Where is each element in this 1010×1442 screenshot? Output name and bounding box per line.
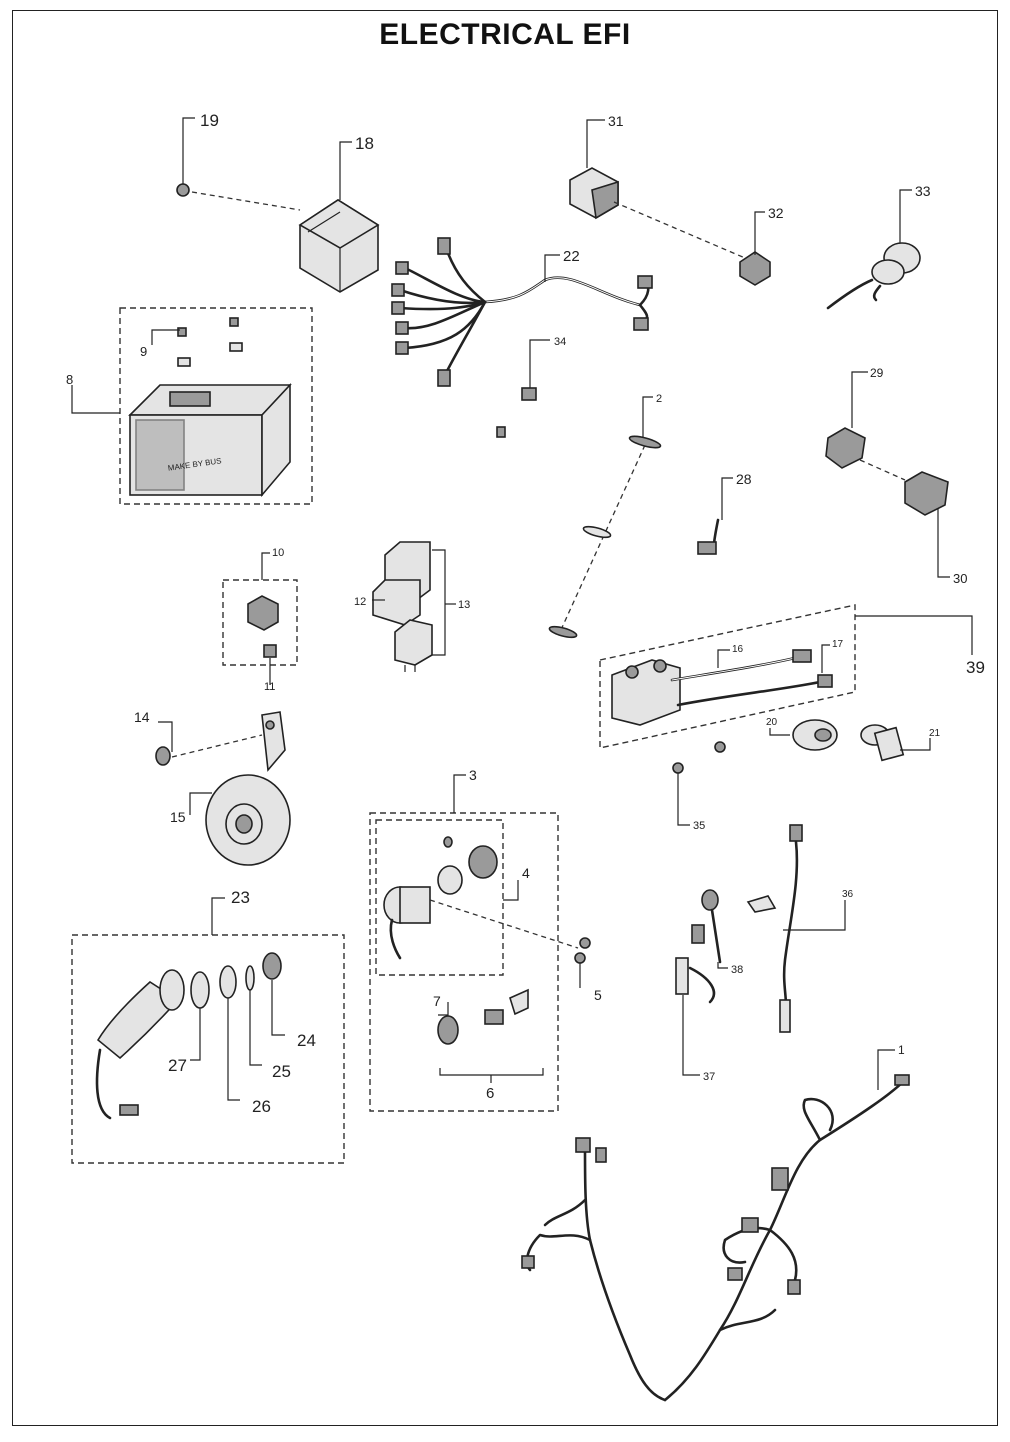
callout-24: 24 [297,1031,316,1050]
callout-38: 38 [731,964,743,976]
callout-21: 21 [929,728,941,739]
callout-39: 39 [966,658,985,677]
bolt-9-icon [177,317,243,367]
callout-22: 22 [563,248,580,265]
relay-29-icon [825,427,866,469]
relay-31-icon [569,167,619,220]
callout-25: 25 [272,1062,291,1081]
sensor-28-icon [697,518,720,555]
relay-13-icon [394,619,433,672]
callout-28: 28 [736,471,752,487]
charging-socket-23-icon [95,952,282,1120]
o2-sensor-36-icon [746,824,803,1033]
relay-10-icon [247,595,279,658]
callout-35: 35 [693,820,705,832]
callout-36: 36 [842,889,854,900]
callout-15: 15 [170,809,186,825]
relay-30-icon [904,471,949,516]
horn-15-icon [205,711,291,866]
seat-lock-6-icon [437,988,529,1045]
callout-29: 29 [870,366,884,380]
callout-23: 23 [231,888,250,907]
relay-group-box [222,579,298,666]
page-title: ELECTRICAL EFI [379,18,631,51]
callout-7: 7 [433,993,441,1009]
callout-14: 14 [134,709,150,725]
callout-31: 31 [608,113,624,129]
callout-34: 34 [554,336,566,348]
cap-20-icon [792,719,838,751]
callout-1: 1 [898,1043,905,1057]
ignition-coil-16-icon [611,649,833,726]
callout-13: 13 [458,599,470,611]
callout-8: 8 [66,372,73,387]
callout-18: 18 [355,134,374,153]
sensor-37-icon [675,957,716,1004]
callout-2: 2 [656,393,662,405]
plug-cap-21-icon [860,724,905,762]
diagram-frame [12,10,998,1426]
main-harness-1-icon [521,1074,910,1402]
sensor-33-icon [826,242,921,310]
charging-socket-group-box [71,934,345,1164]
battery-8-icon: MAKE BY BUS [128,382,292,498]
bolt-19-icon [176,183,190,197]
callout-32: 32 [768,205,784,221]
relay-12-icon [372,541,431,626]
ecu-18-icon [298,199,380,293]
callout-3: 3 [469,767,477,783]
callout-10: 10 [272,547,284,559]
screw-35-icon [672,741,726,774]
callout-11: 11 [264,681,275,693]
callout-17: 17 [832,639,844,650]
battery-group-box [119,307,313,505]
callout-27: 27 [168,1056,187,1075]
callout-30: 30 [953,571,967,586]
sub-harness-22-icon [391,237,653,387]
ignition-coil-group-box [599,604,856,749]
callout-16: 16 [732,644,744,655]
callout-5: 5 [594,987,602,1003]
callout-19: 19 [200,111,219,130]
bushing-2-icon [548,435,662,639]
callout-26: 26 [252,1097,271,1116]
screw-5-icon [574,937,591,964]
callout-6: 6 [486,1085,494,1102]
callout-20: 20 [766,717,778,728]
sensor-38-icon [691,889,722,964]
callout-4: 4 [522,865,530,881]
ignition-switch-group-box [369,812,559,1112]
relay-32-icon [739,251,771,286]
fuse-34-icon [496,387,537,438]
callout-12: 12 [354,596,366,608]
bolt-14-icon [155,746,171,766]
callout-33: 33 [915,183,931,199]
ignition-lock-subgroup-box [375,819,504,976]
callout-9: 9 [140,344,147,359]
ignition-switch-4-icon [383,836,498,960]
callout-37: 37 [703,1071,715,1083]
